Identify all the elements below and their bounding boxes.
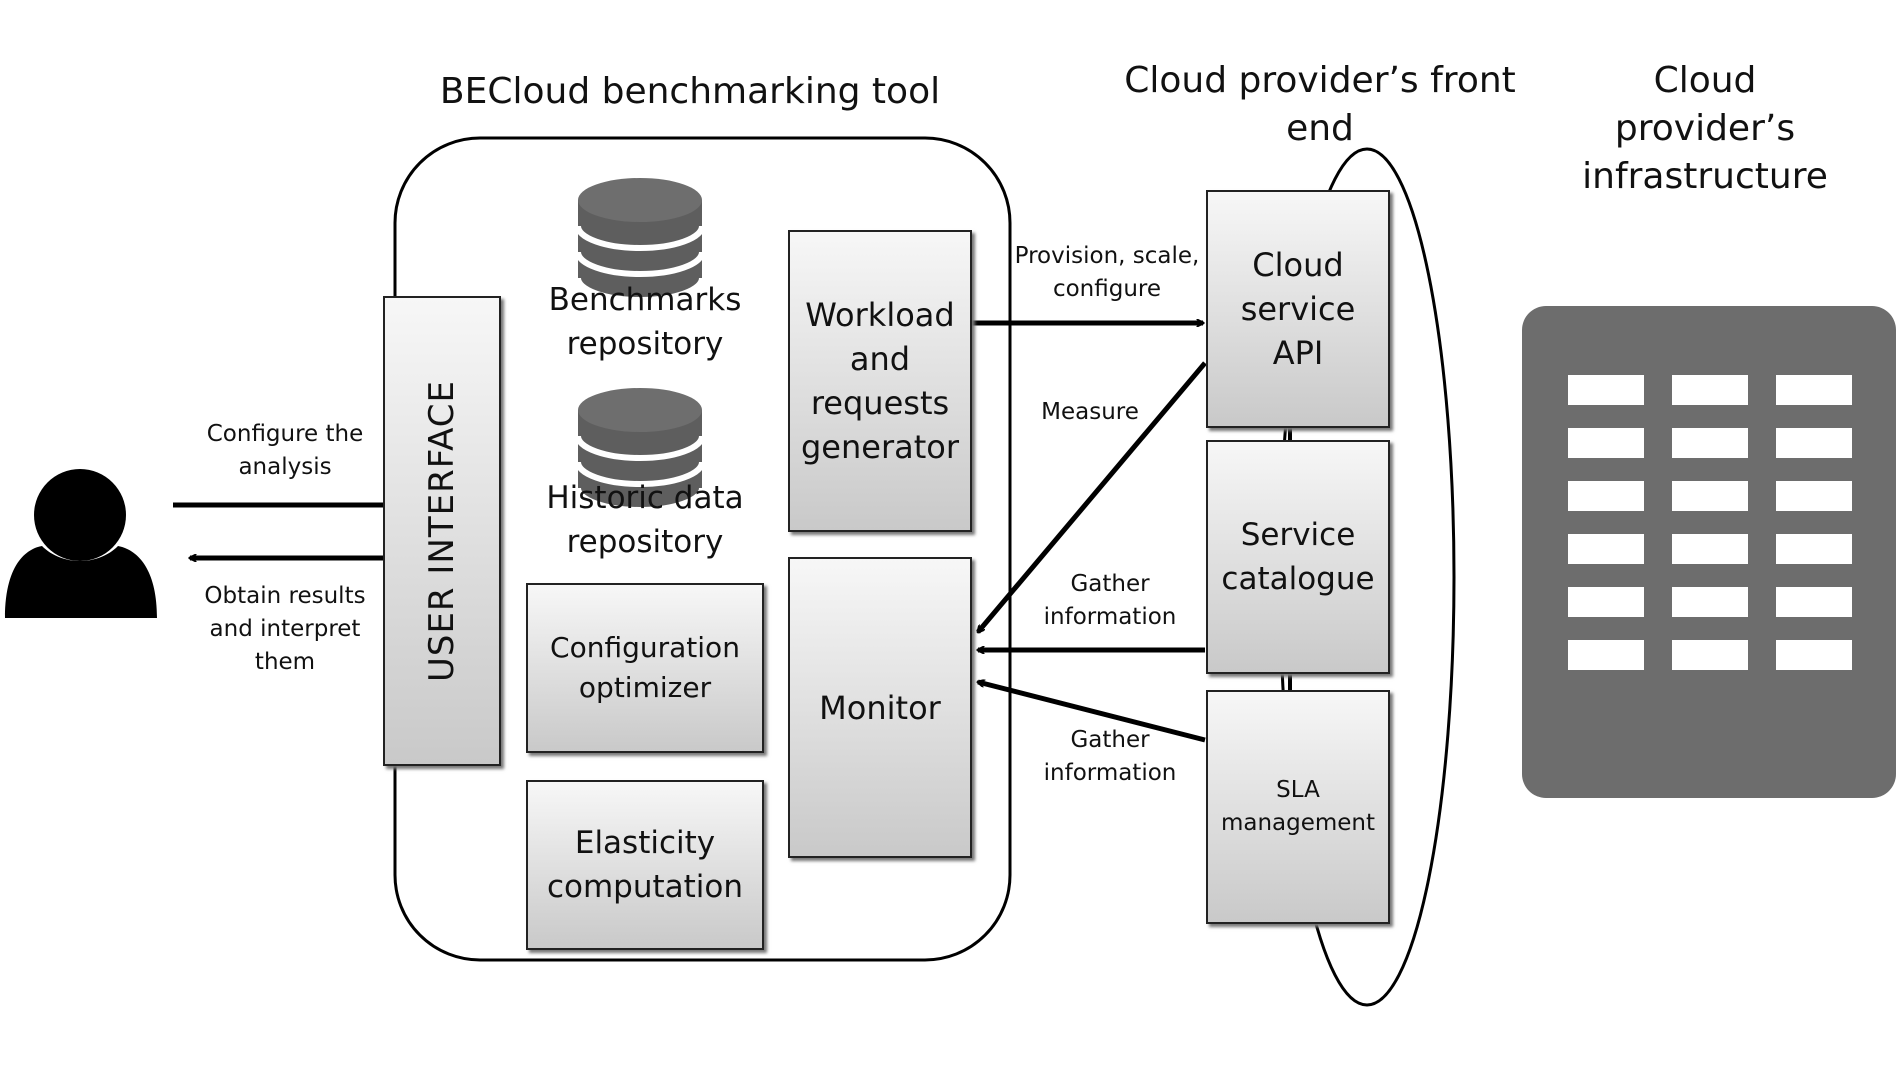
gather-label-2: Gather information — [1043, 727, 1177, 786]
sla-management-label: SLA management — [1220, 777, 1376, 836]
cloud-service-api-box: Cloud service API — [1206, 190, 1390, 428]
service-catalogue-label: Service catalogue — [1221, 517, 1375, 597]
measure-arrow — [978, 361, 1207, 632]
gather-arrow-2 — [978, 682, 1206, 743]
configuration-optimizer-box: Configuration optimizer — [526, 583, 764, 753]
workload-generator-box: Workload and requests generator — [788, 230, 972, 532]
elasticity-computation-box: Elasticity computation — [526, 780, 764, 950]
monitor-label: Monitor — [819, 688, 941, 727]
infrastructure-heading: Cloud provider’s infrastructure — [1582, 60, 1828, 197]
cloud-service-api-label: Cloud service API — [1240, 246, 1356, 372]
service-catalogue-box: Service catalogue — [1206, 440, 1390, 674]
gather-label-1: Gather information — [1043, 571, 1177, 630]
configure-label: Configure the analysis — [206, 421, 364, 480]
configuration-optimizer-label: Configuration optimizer — [550, 631, 740, 704]
database-icon — [575, 388, 705, 513]
measure-label: Measure — [1041, 399, 1139, 425]
server-rack-icon — [1522, 306, 1896, 798]
tool-heading: BECloud benchmarking tool — [439, 71, 941, 112]
workload-generator-label: Workload and requests generator — [800, 296, 959, 466]
user-interface-label: USER INTERFACE — [422, 379, 463, 683]
historic-repository-label: Historic data repository — [546, 480, 744, 560]
provision-label: Provision, scale, configure — [1014, 243, 1200, 302]
obtain-label: Obtain results and interpret them — [204, 583, 366, 675]
user-icon — [5, 469, 157, 618]
monitor-box: Monitor — [788, 557, 972, 858]
user-interface-box: USER INTERFACE — [383, 296, 501, 766]
elasticity-computation-label: Elasticity computation — [546, 825, 744, 905]
database-icon — [575, 178, 705, 303]
sla-management-box: SLA management — [1206, 690, 1390, 924]
benchmarks-repository-label: Benchmarks repository — [548, 282, 742, 362]
front-end-heading: Cloud provider’s front end — [1124, 60, 1516, 149]
